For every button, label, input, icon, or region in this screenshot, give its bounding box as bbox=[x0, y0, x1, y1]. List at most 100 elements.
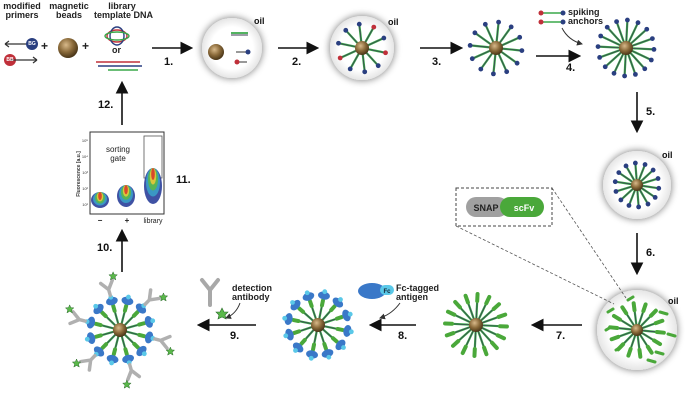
antigen-label-line2: antigen bbox=[396, 292, 429, 302]
step-9-label: 9. bbox=[230, 330, 240, 342]
anchor-core bbox=[125, 331, 140, 336]
scfv-mark bbox=[496, 312, 508, 319]
scfv-mark bbox=[451, 339, 461, 348]
anchor-core bbox=[631, 38, 653, 47]
inset-leader-bottom bbox=[455, 225, 615, 305]
detection-label: detection antibody bbox=[232, 284, 272, 302]
antigen-mark bbox=[144, 316, 154, 328]
anchor-node bbox=[362, 69, 368, 75]
scfv-mark bbox=[137, 332, 147, 339]
y-tick-label: 10⁴ bbox=[82, 154, 88, 159]
inset-leader-top bbox=[551, 187, 627, 299]
scfv-mark bbox=[137, 321, 147, 327]
facs-density bbox=[98, 192, 102, 200]
anchor-core bbox=[501, 36, 520, 46]
anchor-core bbox=[500, 51, 518, 64]
spiking-label-line2: anchors bbox=[568, 16, 604, 26]
anchor-core bbox=[474, 330, 477, 349]
anchor-core bbox=[319, 330, 325, 345]
scfv-mark bbox=[297, 306, 306, 314]
beads-label-line1: magnetic bbox=[49, 1, 89, 11]
anchor-node bbox=[375, 63, 381, 69]
anchor-node bbox=[632, 160, 638, 166]
star-icon bbox=[108, 271, 118, 281]
scfv-mark bbox=[291, 318, 301, 324]
dna-linear-icon bbox=[96, 61, 142, 71]
fc-tag-label: Fc bbox=[383, 289, 391, 295]
anchor-core bbox=[100, 331, 115, 336]
anchor-core bbox=[340, 50, 357, 59]
scfv-mark bbox=[631, 301, 637, 313]
scfv-mark bbox=[484, 294, 492, 306]
fc-mark bbox=[141, 351, 147, 357]
spiking-label-line1: spiking bbox=[568, 7, 600, 17]
anchor-core bbox=[640, 169, 654, 182]
bead-with-anchors bbox=[467, 19, 525, 77]
anchor-core bbox=[599, 49, 621, 58]
anchor-node bbox=[656, 185, 662, 191]
anchor-node bbox=[611, 70, 617, 76]
anchor-core bbox=[635, 163, 637, 181]
antigen-mark bbox=[306, 350, 318, 359]
fc-mark bbox=[341, 345, 346, 350]
anchor-node bbox=[514, 60, 520, 66]
antigen-mark bbox=[144, 331, 154, 344]
droplet-1 bbox=[202, 18, 262, 78]
scfv-mark bbox=[335, 326, 345, 332]
primers-label-line2: primers bbox=[5, 10, 39, 20]
anchor-node bbox=[508, 24, 514, 30]
anchor-node bbox=[655, 176, 661, 181]
anchor-node bbox=[482, 21, 488, 27]
anchor-core bbox=[367, 37, 384, 46]
anchor-core bbox=[638, 310, 644, 326]
fc-mark bbox=[322, 289, 328, 295]
anchor-core bbox=[105, 315, 116, 327]
scfv-mark bbox=[637, 347, 643, 359]
anchor-node bbox=[371, 24, 377, 30]
scfv-mark bbox=[648, 308, 658, 318]
anchor-core bbox=[600, 35, 621, 46]
anchor-core bbox=[125, 324, 140, 329]
anchor-node bbox=[496, 19, 501, 25]
sorting-gate-label: sorting bbox=[106, 145, 130, 154]
droplet-4 bbox=[597, 290, 677, 370]
antigen-arrow bbox=[379, 302, 401, 320]
anchor-node bbox=[644, 26, 650, 32]
scfv-mark bbox=[334, 315, 344, 321]
scfv-domain bbox=[500, 197, 544, 217]
scfv-mark bbox=[645, 344, 654, 355]
library-label-line2: template DNA bbox=[94, 10, 154, 20]
anchor-core bbox=[480, 308, 495, 322]
scfv-mark bbox=[292, 329, 302, 335]
bead-with-antigen bbox=[282, 289, 354, 361]
anchor-core bbox=[640, 187, 656, 198]
anchor-node bbox=[595, 44, 601, 50]
anchor-core bbox=[362, 53, 366, 72]
anchor-core bbox=[452, 323, 471, 326]
antibody-mark bbox=[79, 354, 97, 372]
anchor-core bbox=[641, 332, 655, 341]
step-2-label: 2. bbox=[292, 56, 302, 68]
anchor-core bbox=[472, 50, 491, 60]
fc-mark bbox=[126, 294, 131, 300]
magnetic-bead-icon bbox=[58, 38, 78, 58]
anchor-core bbox=[631, 50, 652, 61]
antigen-mark bbox=[284, 313, 293, 325]
scfv-mark bbox=[641, 302, 648, 314]
anchor-node bbox=[652, 195, 658, 200]
snap-domain bbox=[466, 197, 508, 217]
anchor-core bbox=[630, 334, 636, 350]
anchor-core bbox=[465, 330, 474, 347]
antigen-mark bbox=[86, 332, 96, 344]
y-tick-label: 10² bbox=[82, 186, 88, 191]
anchor-core bbox=[105, 334, 117, 345]
scfv-mark bbox=[453, 300, 462, 310]
anchor-core bbox=[453, 326, 471, 334]
anchor-core bbox=[298, 326, 313, 332]
step-4-label: 4. bbox=[566, 62, 576, 74]
anchor-core bbox=[625, 165, 635, 181]
bead bbox=[619, 41, 633, 55]
primers-label: modified primers bbox=[2, 2, 42, 20]
scfv-mark bbox=[652, 338, 663, 347]
anchor-core bbox=[121, 310, 126, 325]
